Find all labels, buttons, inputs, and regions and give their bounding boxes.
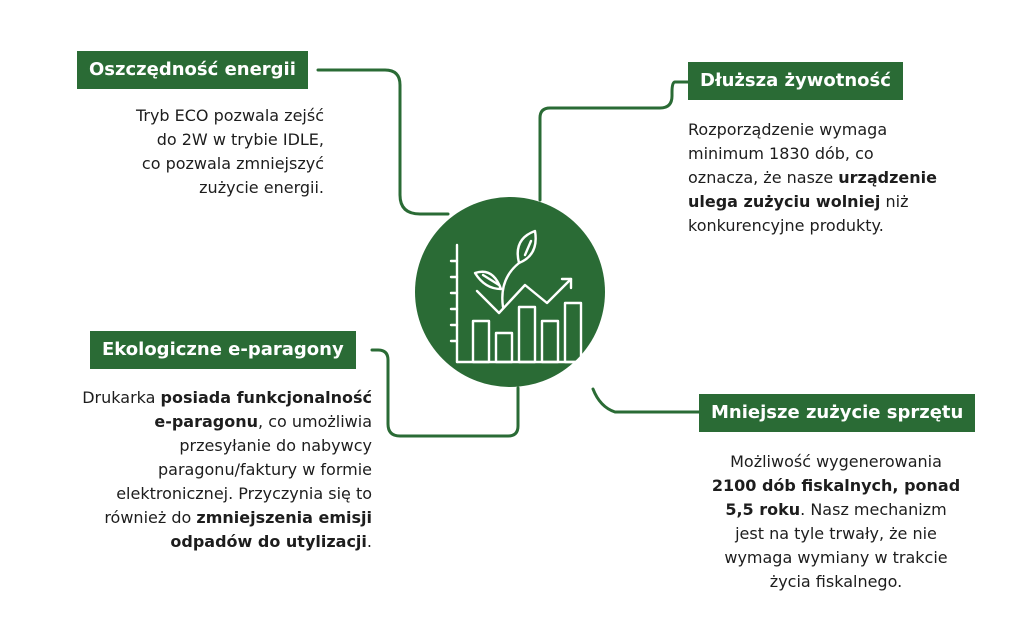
desc-line: Rozporządzenie wymaga [688,118,937,142]
desc-line: również do zmniejszenia emisji [82,506,372,530]
growth-chart-leaf-icon [449,229,589,364]
connector-lifetime [538,80,692,202]
desc-text: paragonu/faktury w formie [158,460,372,479]
desc-line: Tryb ECO pozwala zejść [136,104,324,128]
desc-line: ulega zużyciu wolniej niż [688,190,937,214]
desc-line: 2100 dób fiskalnych, ponad [700,474,972,498]
desc-line: jest na tyle trwały, że nie [700,522,972,546]
desc-text: . Nasz mechanizm [800,500,947,519]
desc-line: wymaga wymiany w trakcie [700,546,972,570]
desc-text: Możliwość wygenerowania [730,452,942,471]
desc-line: elektronicznej. Przyczynia się to [82,482,372,506]
connector-energy [316,68,450,216]
desc-line: e-paragonu, co umożliwia [82,410,372,434]
desc-line: paragonu/faktury w formie [82,458,372,482]
desc-line: co pozwala zmniejszyć [136,152,324,176]
desc-text: do 2W w trybie IDLE, [156,130,324,149]
desc-text: życia fiskalnego. [769,572,903,591]
desc-text: jest na tyle trwały, że nie [735,524,937,543]
desc-bold-text: zmniejszenia emisji [196,508,372,527]
desc-bold-text: 5,5 roku [725,500,801,519]
label-less-wear: Mniejsze zużycie sprzętu [699,394,976,432]
desc-text: zużycie energii. [199,178,324,197]
desc-bold-text: 2100 dób fiskalnych, ponad [711,476,961,495]
desc-text: Tryb ECO pozwala zejść [135,106,324,125]
desc-line: życia fiskalnego. [700,570,972,594]
desc-text: wymaga wymiany w trakcie [724,548,948,567]
desc-text: przesyłanie do nabywcy [179,436,372,455]
desc-text: niż [880,192,909,211]
desc-text: Drukarka [82,388,161,407]
desc-text: , co umożliwia [258,412,372,431]
desc-text: konkurencyjne produkty. [688,216,884,235]
desc-text: . [366,532,372,551]
desc-bold-text: urządzenie [838,168,937,187]
desc-line: do 2W w trybie IDLE, [136,128,324,152]
desc-line: oznacza, że nasze urządzenie [688,166,937,190]
label-longer-lifetime: Dłuższa żywotność [688,62,903,100]
desc-bold-text: e-paragonu [154,412,259,431]
desc-text: oznacza, że nasze [688,168,839,187]
connector-wear [591,387,702,414]
desc-text: elektronicznej. Przyczynia się to [116,484,372,503]
desc-bold-text: ulega zużyciu wolniej [688,192,881,211]
connector-ereceipt [370,348,520,438]
label-energy-saving: Oszczędność energii [77,51,308,89]
desc-less-wear: Możliwość wygenerowania 2100 dób fiskalny… [700,450,972,594]
desc-energy-saving: Tryb ECO pozwala zejść do 2W w trybie IDL… [136,104,324,200]
desc-text: co pozwala zmniejszyć [141,154,324,173]
desc-bold-text: posiada funkcjonalność [160,388,372,407]
desc-line: odpadów do utylizacji. [82,530,372,554]
desc-line: 5,5 roku. Nasz mechanizm [700,498,972,522]
desc-line: minimum 1830 dób, co [688,142,937,166]
desc-line: przesyłanie do nabywcy [82,434,372,458]
desc-bold-text: odpadów do utylizacji [170,532,367,551]
desc-text: minimum 1830 dób, co [688,144,874,163]
label-eco-ereceipts: Ekologiczne e-paragony [90,331,356,369]
central-hub [415,197,605,387]
desc-line: Możliwość wygenerowania [700,450,972,474]
desc-line: zużycie energii. [136,176,324,200]
desc-longer-lifetime: Rozporządzenie wymaga minimum 1830 dób, c… [688,118,937,238]
desc-line: konkurencyjne produkty. [688,214,937,238]
desc-text: Rozporządzenie wymaga [688,120,888,139]
desc-line: Drukarka posiada funkcjonalność [82,386,372,410]
desc-text: również do [104,508,197,527]
